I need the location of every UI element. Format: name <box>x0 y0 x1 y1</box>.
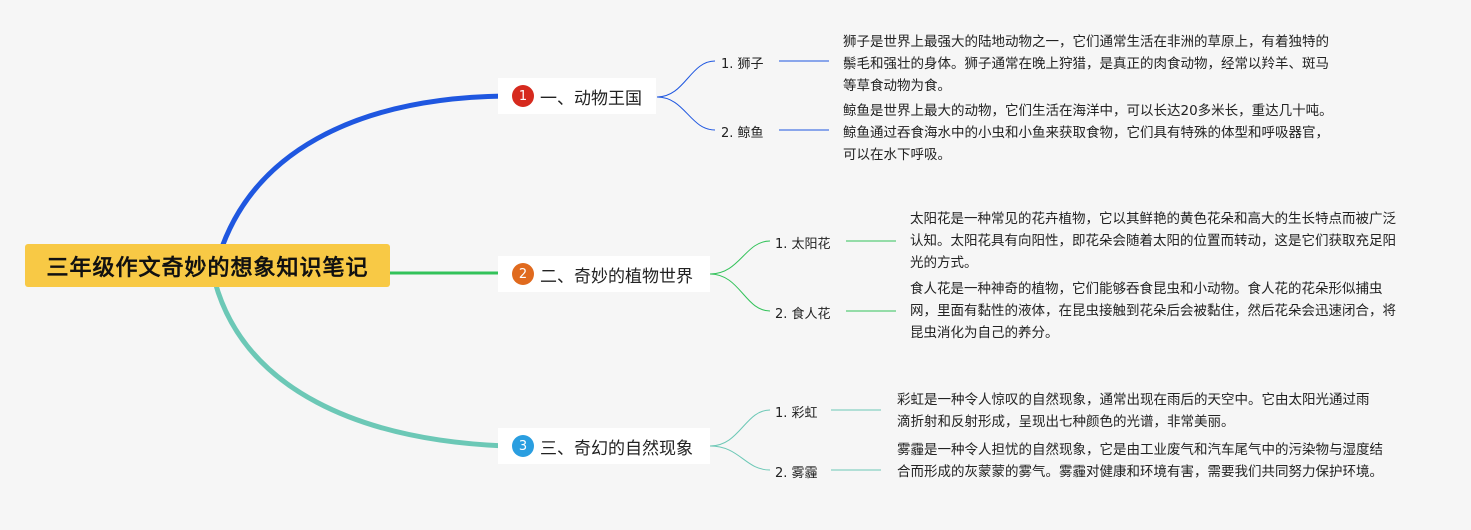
desc-sunflower: 太阳花是一种常见的花卉植物，它以其鲜艳的黄色花朵和高大的生长特点而被广泛认知。太… <box>910 211 1396 271</box>
connector-3-2 <box>709 445 771 471</box>
branch-label: 二、奇妙的植物世界 <box>540 266 693 287</box>
branch-natural-phenomena[interactable]: 3 三、奇幻的自然现象 <box>498 428 710 464</box>
root-topic[interactable]: 三年级作文奇妙的想象知识笔记 <box>25 244 390 287</box>
branch-animal-kingdom[interactable]: 1 一、动物王国 <box>498 78 656 114</box>
desc-rainbow: 彩虹是一种令人惊叹的自然现象，通常出现在雨后的天空中。它由太阳光通过雨滴折射和反… <box>897 392 1370 430</box>
connector-3-1 <box>709 409 771 447</box>
connector-branch-1 <box>212 93 506 271</box>
connector-1-1 <box>656 60 716 98</box>
desc-lion: 狮子是世界上最强大的陆地动物之一，它们通常生活在非洲的草原上，有着独特的鬃毛和强… <box>843 34 1329 94</box>
root-title: 三年级作文奇妙的想象知识笔记 <box>46 255 369 281</box>
branch-plant-world[interactable]: 2 二、奇妙的植物世界 <box>498 256 710 292</box>
leaf-whale[interactable]: 2. 鲸鱼 <box>721 126 764 141</box>
leaf-sunflower[interactable]: 1. 太阳花 <box>775 237 831 252</box>
connector-branch-3 <box>212 281 506 449</box>
connector-2-1 <box>709 240 771 275</box>
branch-label: 三、奇幻的自然现象 <box>540 438 693 459</box>
number-badge-icon: 3 <box>512 435 534 457</box>
branch-label: 一、动物王国 <box>540 88 642 109</box>
leaf-smog[interactable]: 2. 雾霾 <box>775 466 818 481</box>
connector-2-2 <box>709 273 771 312</box>
number-badge-icon: 2 <box>512 263 534 285</box>
leaf-rainbow[interactable]: 1. 彩虹 <box>775 406 818 421</box>
leaf-carnivorous-plant[interactable]: 2. 食人花 <box>775 307 831 322</box>
desc-whale: 鲸鱼是世界上最大的动物，它们生活在海洋中，可以长达20多米长，重达几十吨。鲸鱼通… <box>843 103 1333 163</box>
number-badge-icon: 1 <box>512 85 534 107</box>
desc-carnivorous-plant: 食人花是一种神奇的植物，它们能够吞食昆虫和小动物。食人花的花朵形似捕虫网，里面有… <box>910 281 1396 341</box>
desc-smog: 雾霾是一种令人担忧的自然现象，它是由工业废气和汽车尾气中的污染物与湿度结合而形成… <box>897 442 1383 480</box>
leaf-lion[interactable]: 1. 狮子 <box>721 57 764 72</box>
connector-1-2 <box>656 96 716 131</box>
